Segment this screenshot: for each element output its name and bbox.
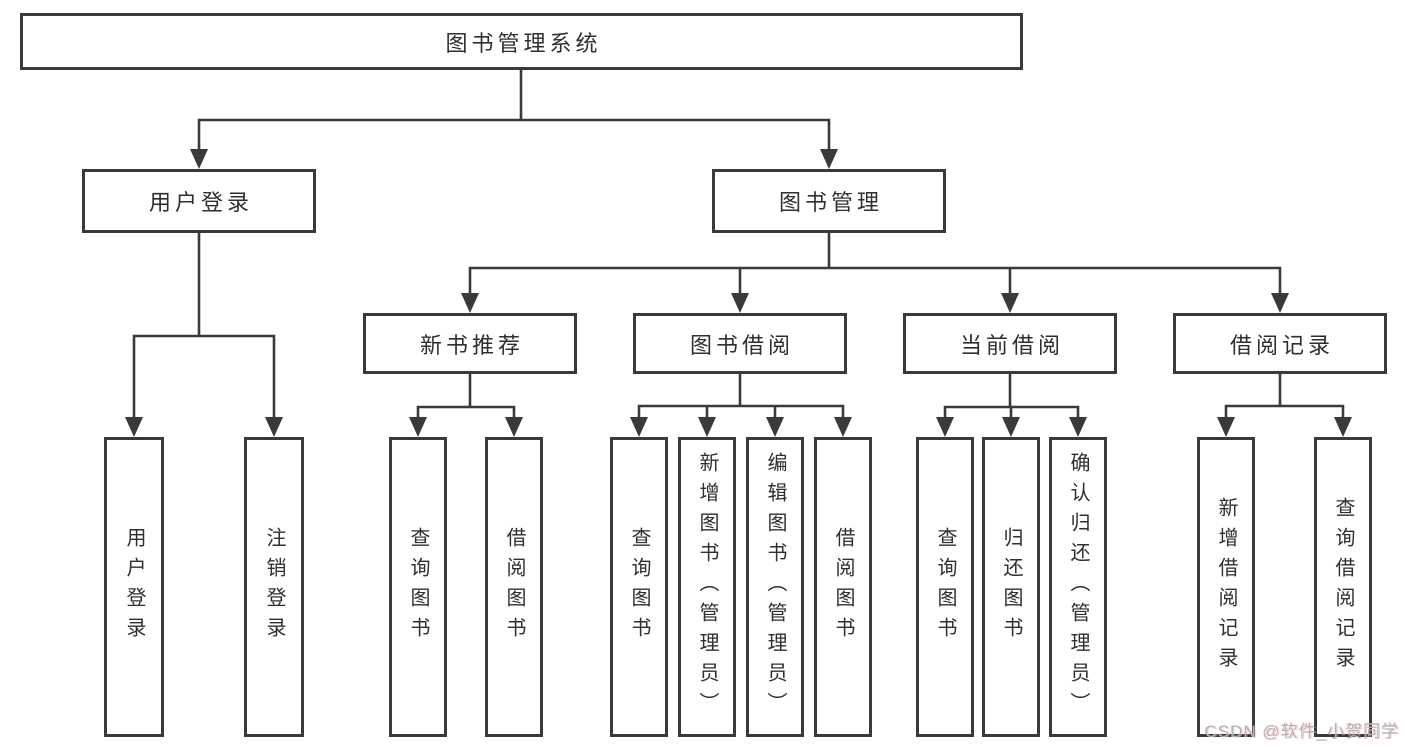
node-book-management-label: 图书管理: [778, 190, 883, 215]
leaf-edit-books-admin-label: 编辑图书（管理员）: [764, 452, 786, 722]
leaf-query-books-recommend-label: 查询图书: [407, 527, 429, 647]
node-library-system-label: 图书管理系统: [445, 30, 602, 56]
arrowheads: [125, 149, 1352, 437]
leaf-edit-books-admin: 编辑图书（管理员）: [746, 437, 804, 737]
node-new-book-recommendation: 新书推荐: [363, 313, 577, 374]
node-book-borrowing-label: 图书借阅: [689, 332, 794, 358]
node-new-book-recommendation-label: 新书推荐: [419, 332, 524, 358]
leaf-borrow-books-recommend-label: 借阅图书: [503, 527, 525, 647]
leaf-query-books-borrow: 查询图书: [610, 437, 668, 737]
node-library-system: 图书管理系统: [20, 13, 1023, 70]
leaf-logout-label: 注销登录: [263, 527, 285, 647]
leaf-query-borrow-record: 查询借阅记录: [1314, 437, 1372, 737]
leaf-add-borrow-record: 新增借阅记录: [1197, 437, 1255, 737]
leaf-query-books-current-label: 查询图书: [934, 527, 956, 647]
leaf-query-books-current: 查询图书: [916, 437, 974, 737]
leaf-user-login-label: 用户登录: [123, 527, 145, 647]
leaf-add-borrow-record-label: 新增借阅记录: [1215, 497, 1237, 677]
leaf-return-books-label: 归还图书: [1000, 527, 1022, 647]
leaf-borrow-books-recommend: 借阅图书: [485, 437, 543, 737]
leaf-borrow-books-label: 借阅图书: [832, 527, 854, 647]
leaf-query-books-recommend: 查询图书: [389, 437, 447, 737]
leaf-confirm-return-admin: 确认归还（管理员）: [1049, 437, 1107, 737]
node-current-borrowing-label: 当前借阅: [959, 332, 1064, 358]
node-book-borrowing: 图书借阅: [633, 313, 847, 374]
csdn-watermark: CSDN @软件_小贺同学: [1204, 722, 1399, 741]
node-user-login-label: 用户登录: [148, 190, 253, 215]
node-user-login: 用户登录: [82, 169, 316, 233]
leaf-return-books: 归还图书: [982, 437, 1040, 737]
leaf-borrow-books: 借阅图书: [814, 437, 872, 737]
leaf-confirm-return-admin-label: 确认归还（管理员）: [1067, 452, 1089, 722]
leaf-add-books-admin: 新增图书（管理员）: [678, 437, 736, 737]
leaf-query-borrow-record-label: 查询借阅记录: [1332, 497, 1354, 677]
leaf-user-login: 用户登录: [104, 437, 164, 737]
node-borrowing-records-label: 借阅记录: [1229, 332, 1334, 358]
node-book-management: 图书管理: [712, 169, 946, 233]
leaf-add-books-admin-label: 新增图书（管理员）: [696, 452, 718, 722]
leaf-query-books-borrow-label: 查询图书: [628, 527, 650, 647]
node-borrowing-records: 借阅记录: [1173, 313, 1387, 374]
node-current-borrowing: 当前借阅: [903, 313, 1117, 374]
leaf-logout: 注销登录: [244, 437, 304, 737]
